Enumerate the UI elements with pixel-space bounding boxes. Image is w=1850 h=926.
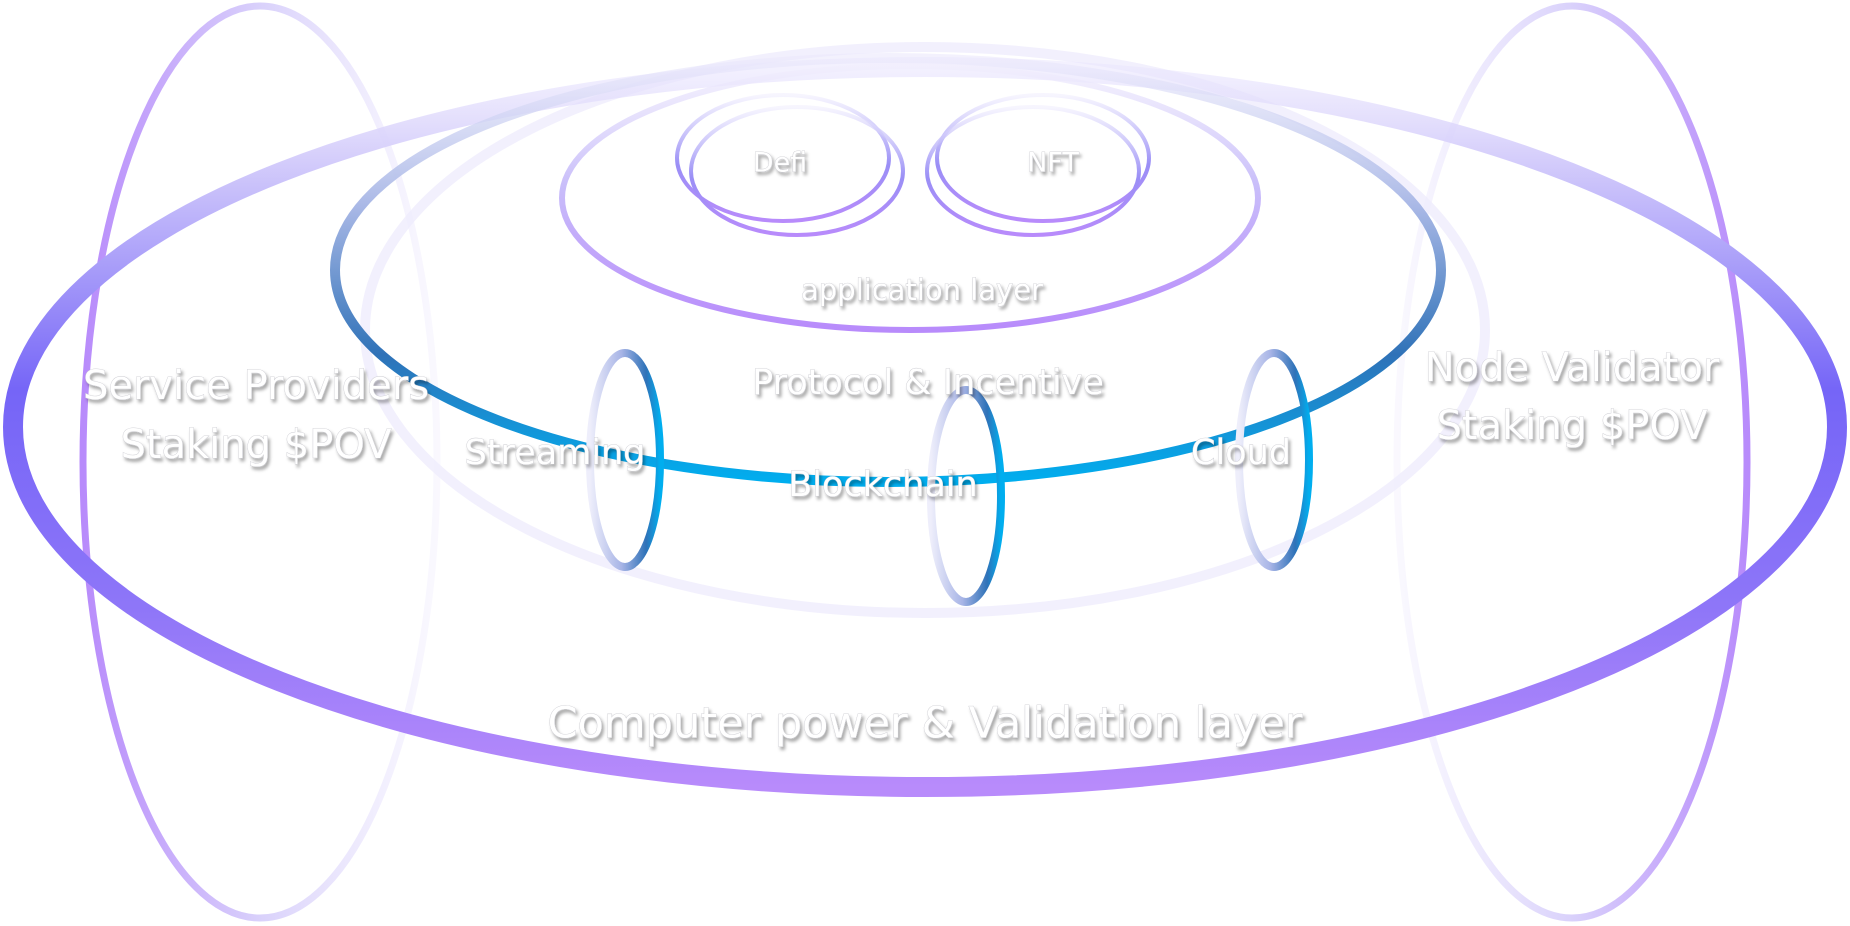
streaming-label: Streaming bbox=[465, 433, 646, 473]
node-validator-label: Node Validator bbox=[1425, 345, 1720, 391]
node-validator-ring bbox=[1393, 2, 1751, 922]
blockchain-label: Blockchain bbox=[788, 465, 977, 505]
application-layer-label: application layer bbox=[801, 273, 1043, 307]
defi-label: Defi bbox=[753, 148, 807, 179]
protocol-incentive-ring bbox=[330, 53, 1446, 487]
service-providers-ring bbox=[79, 2, 441, 922]
defi-ring-inner bbox=[689, 105, 905, 237]
node-validator-staking-label: Staking $POV bbox=[1436, 403, 1708, 449]
service-providers-staking-label: Staking $POV bbox=[120, 422, 392, 468]
application-layer-ring bbox=[559, 63, 1261, 333]
nft-label: NFT bbox=[1027, 148, 1079, 179]
defi-ring-outer bbox=[675, 93, 891, 223]
protocol-incentive-label: Protocol & Incentive bbox=[752, 363, 1104, 403]
cloud-label: Cloud bbox=[1191, 433, 1291, 473]
nft-ring-inner bbox=[925, 105, 1141, 237]
nft-ring-outer bbox=[935, 93, 1151, 223]
cloud-ring bbox=[1235, 349, 1313, 571]
blockchain-ring bbox=[927, 386, 1005, 606]
compute-validation-label: Computer power & Validation layer bbox=[547, 699, 1302, 749]
streaming-ring bbox=[586, 349, 664, 571]
compute-layer-halo bbox=[360, 42, 1490, 618]
service-providers-label: Service Providers bbox=[83, 363, 429, 409]
